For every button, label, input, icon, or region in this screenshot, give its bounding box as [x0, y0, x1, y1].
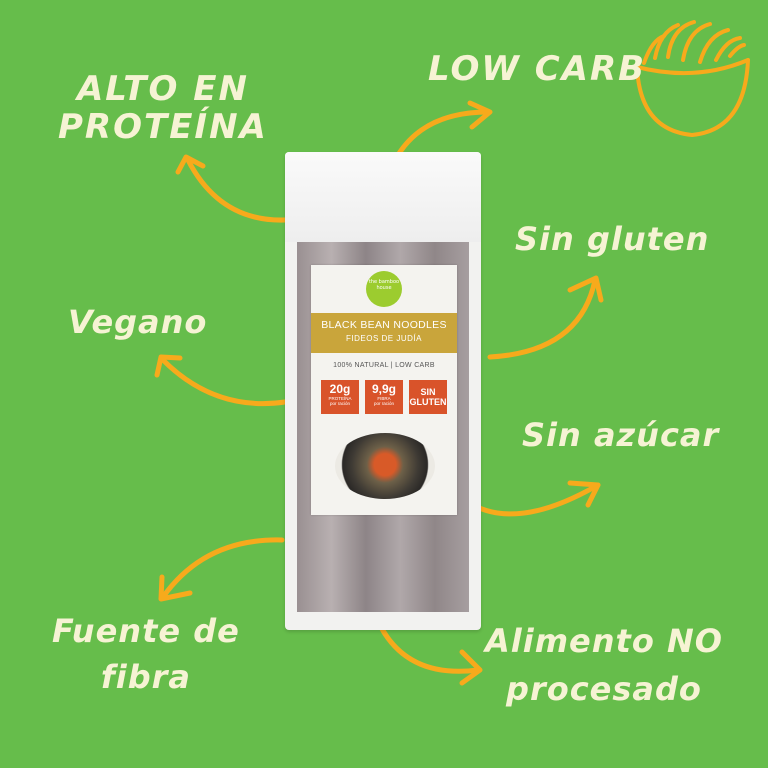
product-name: BLACK BEAN NOODLES [321, 319, 447, 331]
arrow-fiber-icon [160, 537, 285, 600]
feature-unprocessed-line1: Alimento NO [485, 622, 723, 660]
feature-fiber: Fuente de fibra [52, 608, 240, 701]
nutrition-badges: 20g PROTEÍNA por ración 9,9g FIBRA por r… [321, 380, 451, 414]
arrow-sugar-icon [470, 482, 601, 517]
feature-vegan: Vegano [68, 303, 208, 341]
brand-logo: the bamboo house [366, 271, 402, 307]
badge-protein-value: 20g [329, 382, 351, 396]
feature-low-carb: LOW CARB [428, 49, 647, 89]
arrow-vegan-icon [160, 357, 288, 407]
badge-gluten-line1: SIN [420, 387, 436, 397]
badge-fiber-caption2: por ración [373, 401, 394, 406]
arrow-low-carb-icon [395, 109, 491, 158]
product-subtitle: FIDEOS DE JUDÍA [346, 334, 422, 343]
product-label: the bamboo house BLACK BEAN NOODLES FIDE… [311, 265, 457, 515]
product-claims: 100% NATURAL | LOW CARB [333, 362, 435, 369]
badge-protein-caption2: por ración [329, 401, 350, 406]
feature-sugar-free: Sin azúcar [522, 416, 720, 454]
badge-fiber-caption: FIBRA [377, 396, 391, 401]
feature-unprocessed: Alimento NO procesado [485, 617, 723, 713]
badge-fiber-value: 9,9g [371, 382, 396, 396]
noodle-dish-photo [335, 433, 435, 499]
badge-gluten-line2: GLUTEN [409, 397, 447, 407]
badge-protein-caption: PROTEÍNA [328, 396, 352, 401]
noodle-bowl-icon [635, 20, 750, 138]
feature-gluten-free: Sin gluten [515, 220, 710, 258]
brand-logo-text: the bamboo house [368, 279, 400, 291]
arrow-protein-icon [185, 157, 288, 223]
feature-fiber-line2: fibra [100, 658, 191, 697]
badge-fiber: 9,9g FIBRA por ración [365, 380, 403, 414]
feature-unprocessed-line2: procesado [506, 670, 702, 708]
feature-fiber-line1: Fuente de [52, 612, 240, 650]
arrow-gluten-icon [487, 277, 598, 360]
feature-protein: ALTO EN PROTEÍNA [58, 70, 268, 146]
feature-protein-line1: ALTO EN [76, 69, 249, 109]
product-name-band: BLACK BEAN NOODLES FIDEOS DE JUDÍA [311, 313, 457, 353]
package-top-seal [285, 152, 481, 242]
feature-protein-line2: PROTEÍNA [58, 107, 268, 148]
badge-protein: 20g PROTEÍNA por ración [321, 380, 359, 414]
badge-gluten-free: SIN GLUTEN [409, 380, 447, 414]
